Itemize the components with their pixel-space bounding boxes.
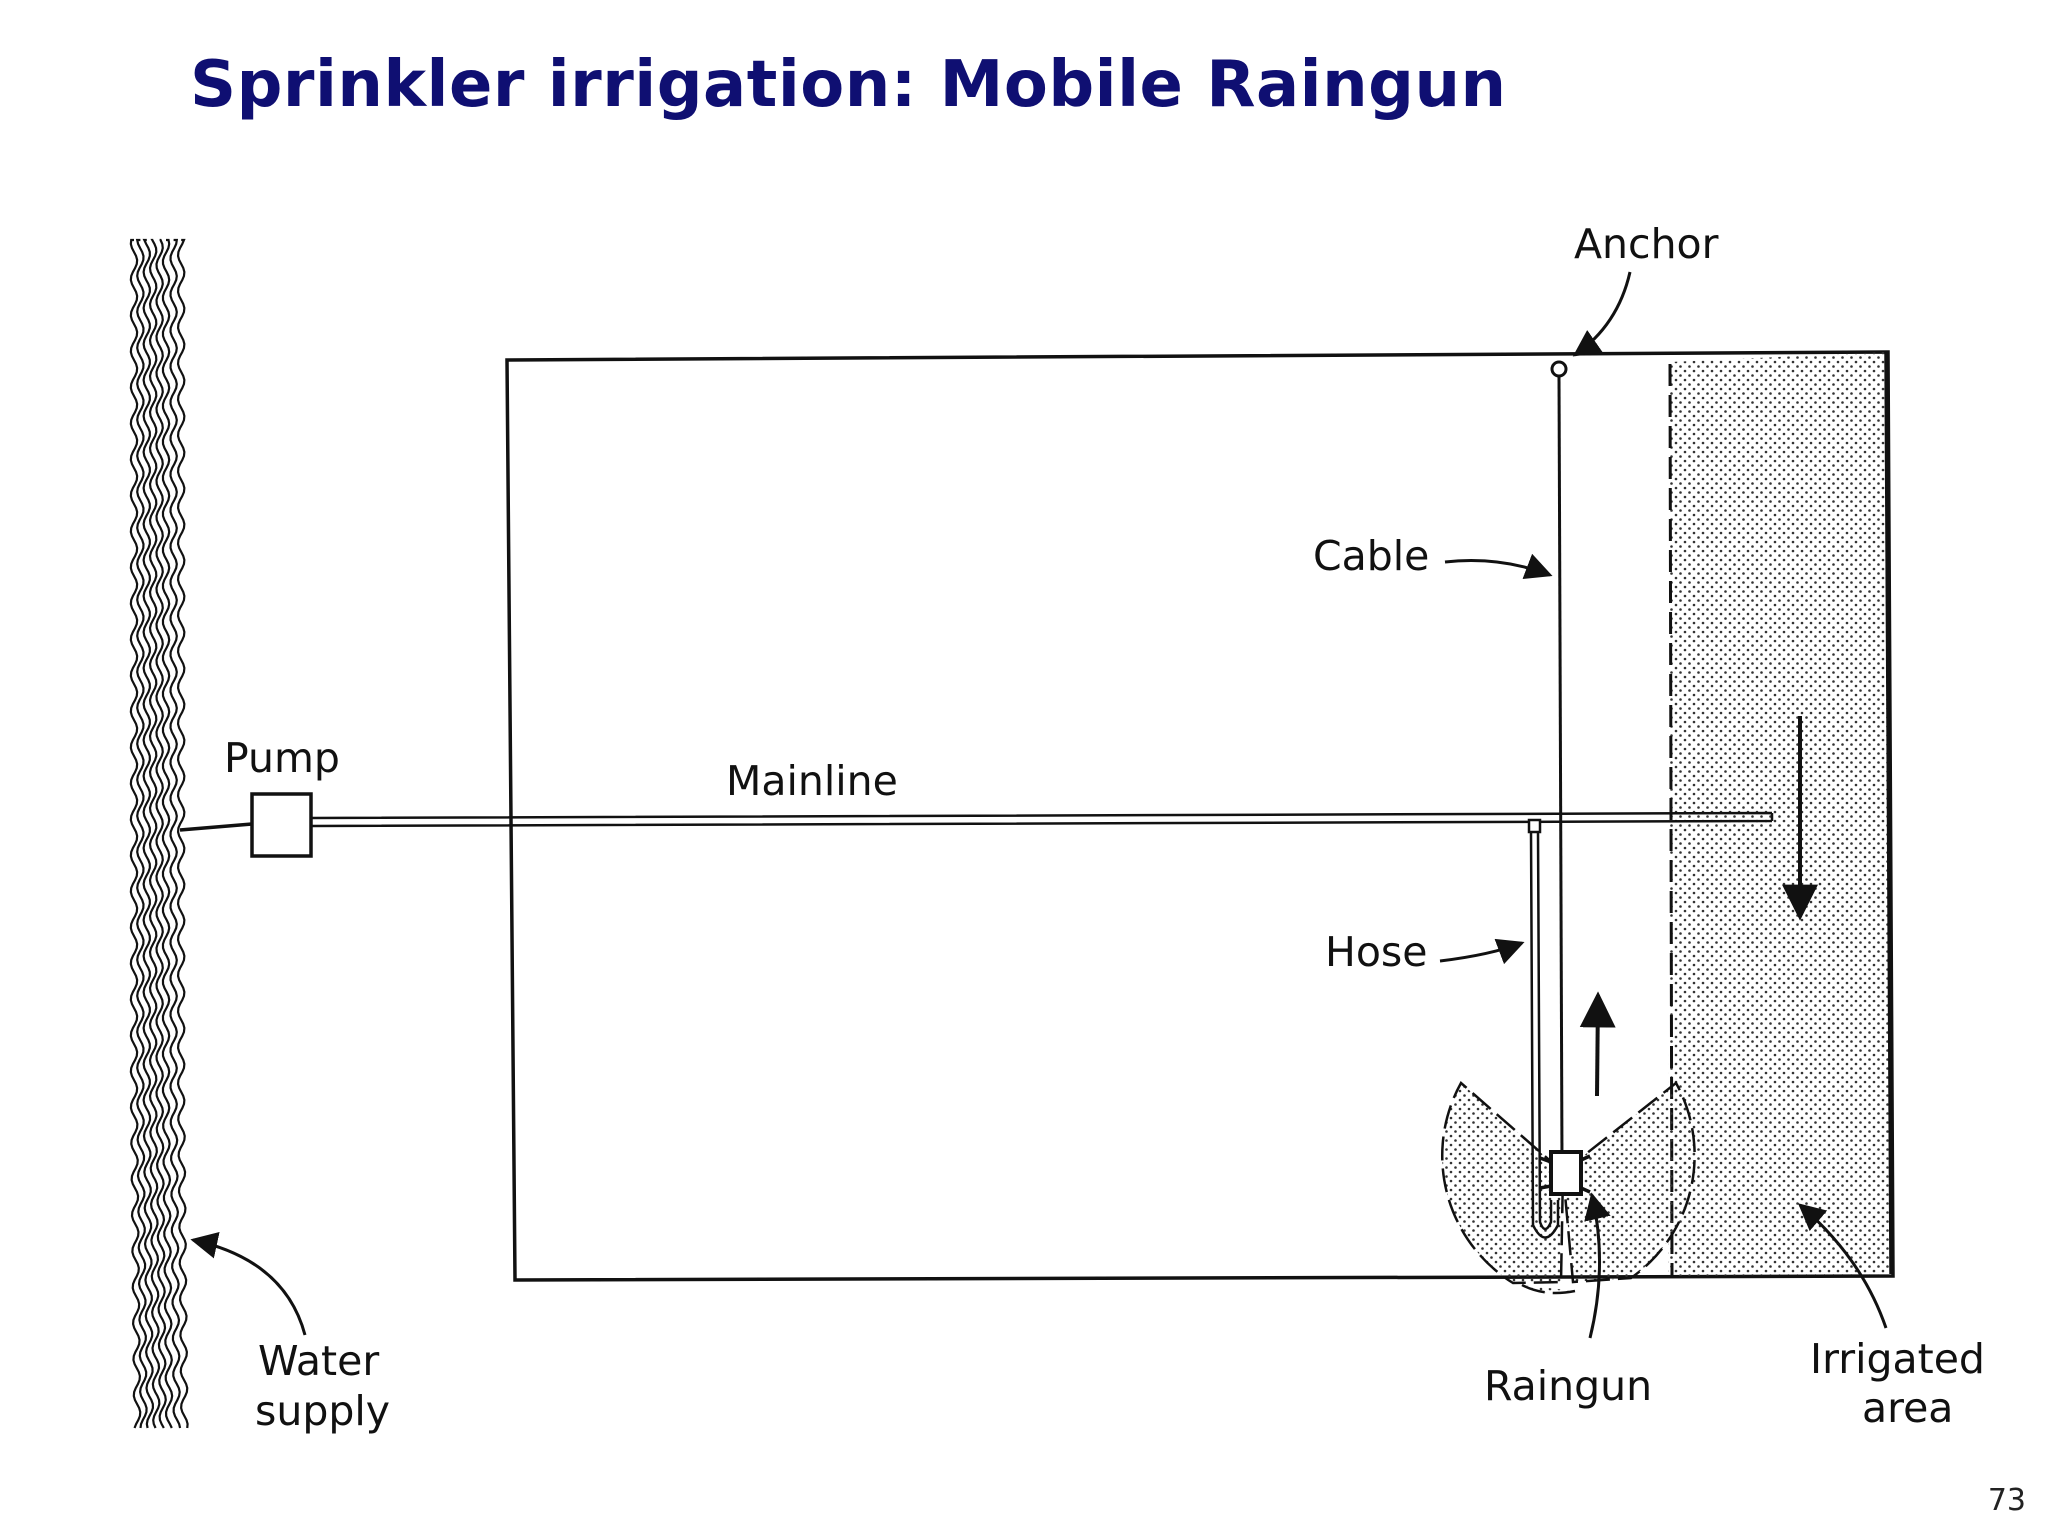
hose-connector [1527,818,1542,834]
anchor-leader [1572,271,1632,357]
water-supply-label-line1: Water [258,1337,379,1385]
mainline-label: Mainline [726,757,898,805]
raingun-leader [1584,1192,1611,1339]
slide-title: Sprinkler irrigation: Mobile Raingun [190,48,1507,122]
irrigated-area-label-line2: area [1862,1384,1953,1432]
mainline-pipe [310,811,1774,828]
hose-label: Hose [1325,928,1428,976]
water-supply-waves [129,238,189,1429]
pump-label: Pump [224,734,340,782]
raingun-travel-arrow [1579,991,1616,1097]
water-wave-line [142,238,155,1429]
irrigated-area-strip [1668,352,1891,1276]
anchor-label: Anchor [1574,220,1719,268]
water-wave-line [176,238,189,1429]
pump [250,792,313,858]
field-boundary [505,350,1895,1282]
cable-leader [1444,553,1553,579]
raingun [1549,1150,1583,1196]
water-supply-label-line2: supply [255,1387,390,1435]
pump-inlet-pipe [179,822,253,832]
cable-label: Cable [1313,532,1429,580]
hose-leader [1439,938,1525,965]
water-wave-line [129,238,142,1429]
cable [1557,375,1564,1163]
raingun-diagram: Anchor Cable Pump Mainline Hose Water su… [100,200,2048,1450]
page-number: 73 [1987,1483,2026,1518]
water-wave-line [155,238,167,1429]
water-wave-line [161,238,174,1429]
water-wave-line [169,238,182,1429]
irrigated-area-leader [1797,1203,1888,1329]
irrigated-area-label-line1: Irrigated [1810,1335,1985,1383]
water-wave-line [135,238,148,1429]
water-supply-leader [190,1231,307,1336]
anchor-point [1550,360,1568,378]
water-wave-line [148,238,161,1429]
hose [1529,831,1560,1239]
raingun-label: Raingun [1484,1362,1652,1410]
